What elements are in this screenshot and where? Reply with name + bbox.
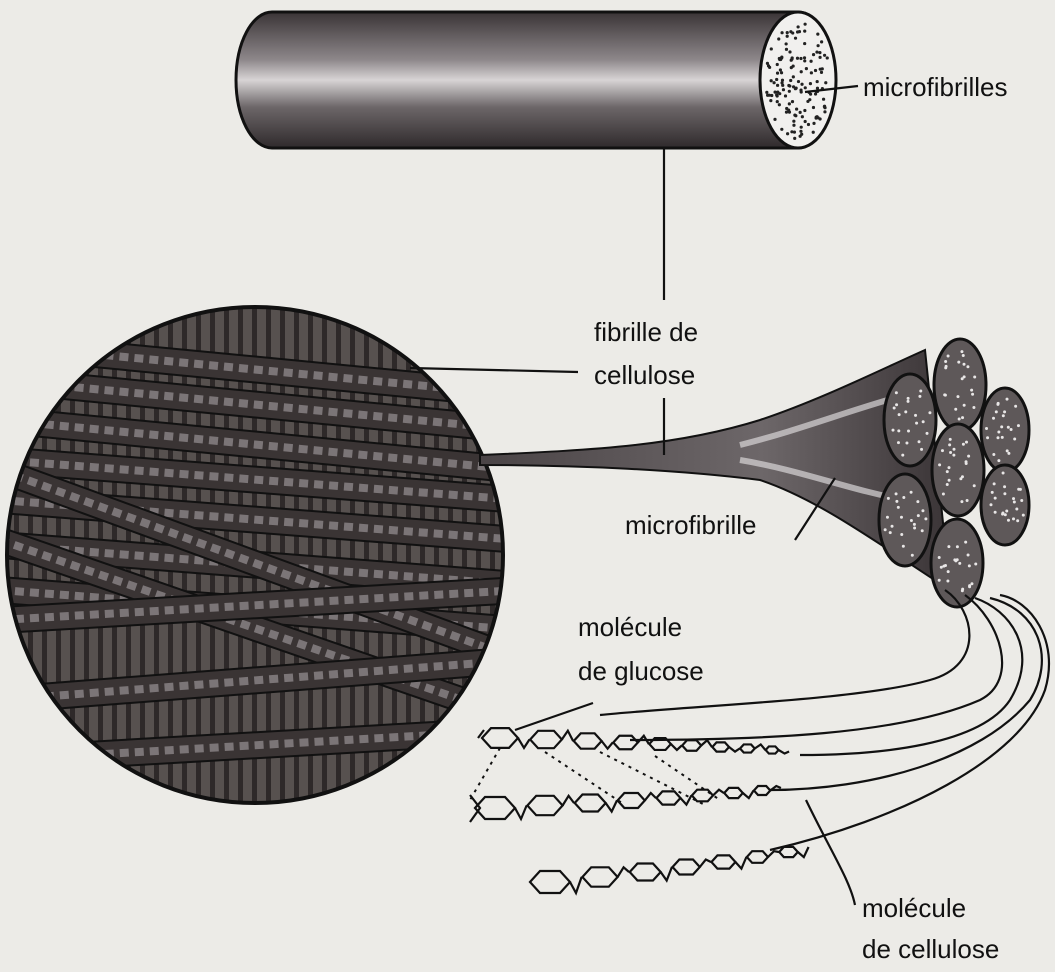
hydrogen-bonds — [470, 748, 720, 805]
microfibrille-label: microfibrille — [625, 510, 756, 540]
glucose-chains — [470, 728, 809, 893]
fiber-cylinder — [236, 12, 836, 148]
fibrille-label-line1: fibrille de — [594, 317, 698, 347]
glucose-label-line2: de glucose — [578, 656, 704, 686]
microfibril-bundle — [480, 339, 1029, 607]
microfibrilles-label: microfibrilles — [863, 72, 1007, 102]
microfibril-cross-sections — [879, 339, 1029, 607]
cellulose-label-line2: de cellulose — [862, 934, 999, 964]
fibril-magnified-circle — [0, 300, 520, 820]
fibrille-label-line2: cellulose — [594, 360, 695, 390]
cellulose-label-line1: molécule — [862, 893, 966, 923]
glucose-label-line1: molécule — [578, 612, 682, 642]
